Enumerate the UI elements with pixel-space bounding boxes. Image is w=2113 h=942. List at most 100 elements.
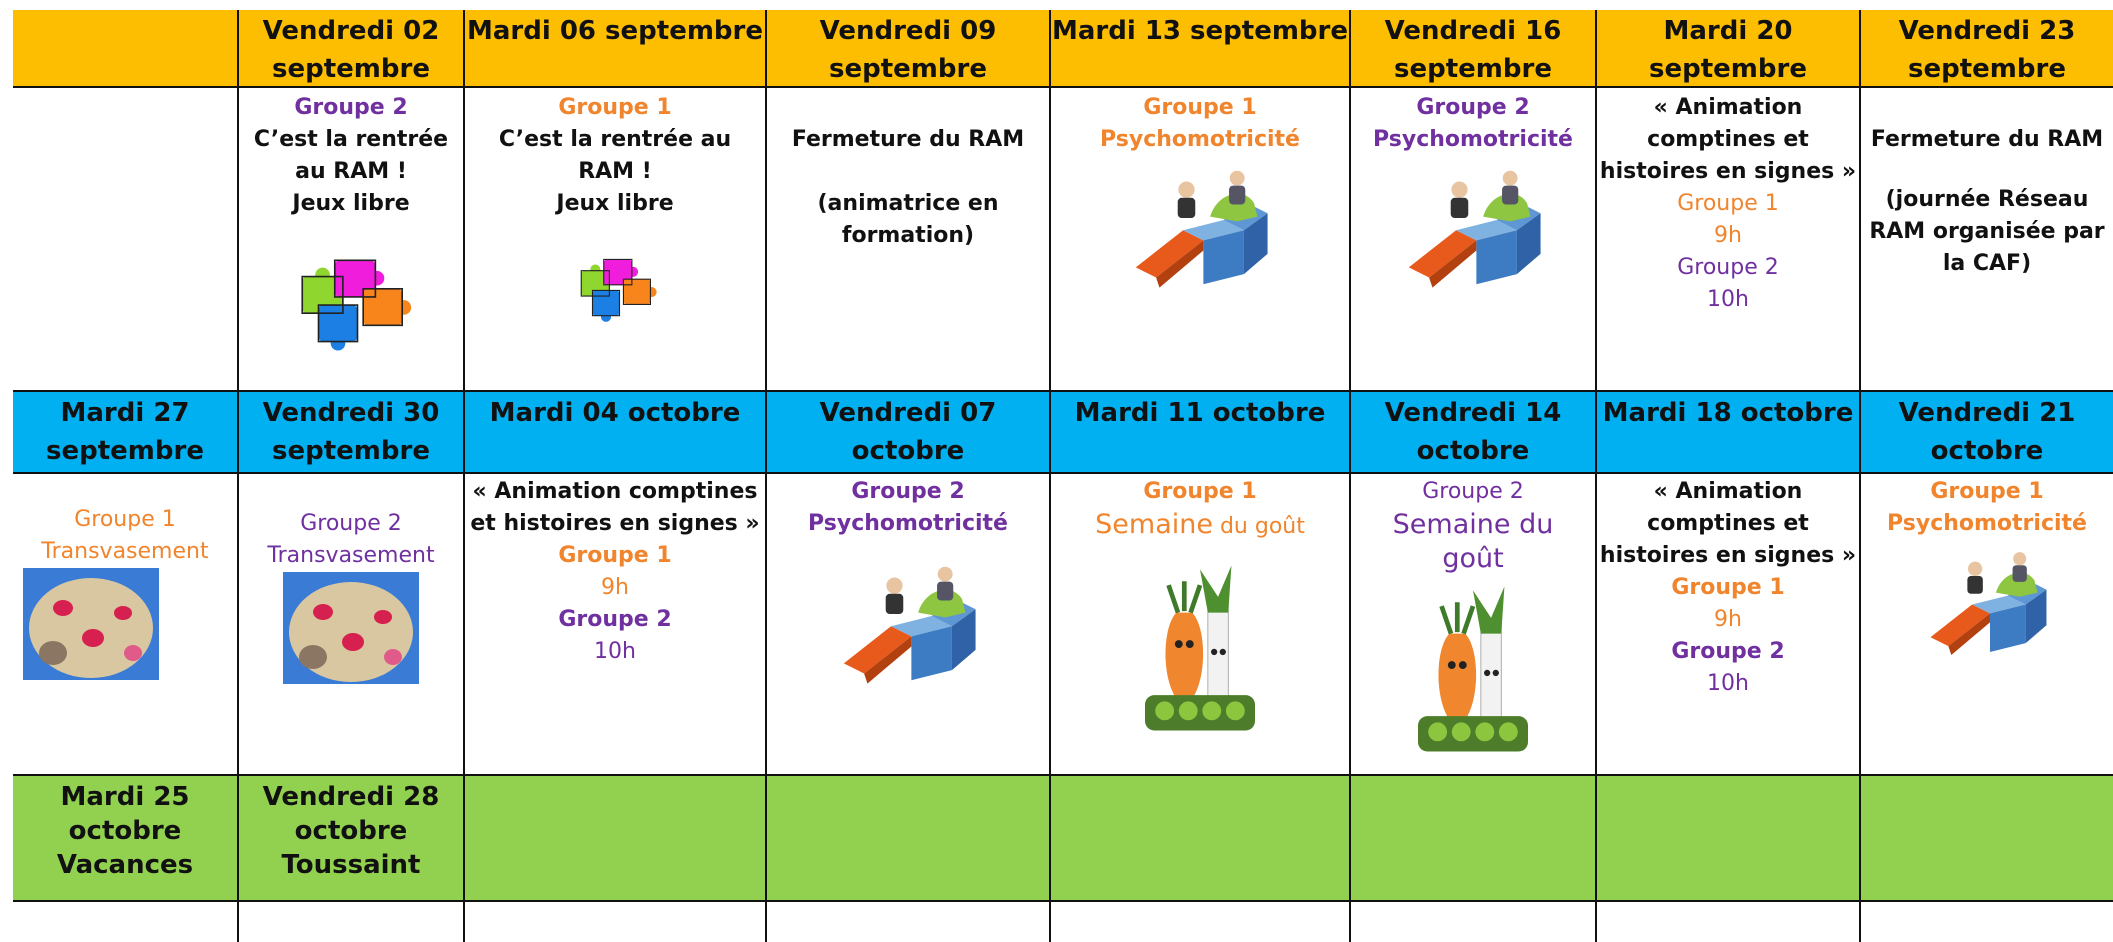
- content-cell: [1351, 898, 1597, 942]
- text-line: Fermeture du RAM: [791, 127, 1025, 152]
- header-cell: Vendredi 28 octobre Toussaint: [239, 776, 465, 900]
- header-cell: Vendredi 09 septembre: [767, 10, 1051, 86]
- text-line: octobre: [294, 816, 408, 846]
- content-cell: Groupe 1 C’est la rentrée au RAM ! Jeux …: [465, 86, 767, 390]
- activity-label: Semaine du goût: [1095, 509, 1305, 540]
- content-cell: [1861, 898, 2113, 942]
- vegetables-icon: [1418, 584, 1528, 754]
- header-cell: Mardi 20 septembre: [1597, 10, 1861, 86]
- header-cell: Mardi 11 octobre: [1051, 392, 1351, 472]
- group-label: Groupe 1: [558, 95, 672, 120]
- text-line: (journée Réseau: [1885, 187, 2089, 212]
- activity-label: Transvasement: [267, 543, 435, 568]
- group-label: Groupe 2: [1671, 639, 1785, 664]
- header-cell: Vendredi 02 septembre: [239, 10, 465, 86]
- text-line: « Animation: [1653, 95, 1803, 120]
- activity-label: Semaine du: [1392, 509, 1554, 540]
- header-cell: [465, 776, 767, 900]
- header-row-2: Mardi 27 septembre Vendredi 30 septembre…: [13, 390, 2113, 474]
- time-label: 10h: [594, 639, 636, 664]
- header-row-1: Vendredi 02 septembre Mardi 06 septembre…: [13, 10, 2113, 88]
- text-line: la CAF): [1942, 251, 2032, 276]
- content-cell: Groupe 2 Psychomotricité: [767, 470, 1051, 774]
- puzzle-icon: [301, 259, 412, 352]
- sand-transfer-photo: [283, 572, 419, 684]
- group-label: Groupe 2: [1416, 95, 1530, 120]
- content-cell: [1051, 898, 1351, 942]
- puzzle-icon: [580, 258, 658, 323]
- psychomotricity-blocks-icon: [1930, 552, 2047, 656]
- text-line: Vendredi 28: [262, 782, 440, 812]
- header-cell: Vendredi 21 octobre: [1898, 398, 2076, 466]
- text-line: histoires en signes »: [1599, 543, 1857, 568]
- content-row-2: Groupe 1 Transvasement Groupe 2 Transvas…: [13, 470, 2113, 774]
- activity-label: goût: [1442, 543, 1504, 574]
- content-cell: Fermeture du RAM (journée Réseau RAM org…: [1861, 86, 2113, 390]
- header-cell: Mardi 18 octobre: [1597, 392, 1861, 472]
- psychomotricity-blocks-icon: [843, 566, 976, 684]
- content-cell: Groupe 1 Transvasement: [13, 470, 239, 774]
- text-line: Toussaint: [281, 850, 421, 880]
- text-line: Jeux libre: [292, 191, 410, 216]
- text-line: au RAM !: [295, 159, 407, 184]
- header-cell: Vendredi 30 septembre: [239, 392, 465, 472]
- content-cell: Fermeture du RAM (animatrice en formatio…: [767, 86, 1051, 390]
- header-cell: Mardi 27 septembre: [13, 392, 239, 472]
- header-cell: [13, 10, 239, 86]
- text-line: Fermeture du RAM: [1870, 127, 2104, 152]
- header-cell: Vendredi 23 septembre: [1898, 16, 2076, 84]
- text-line: Vacances: [56, 850, 194, 880]
- activity-label: Psychomotricité: [1887, 511, 2087, 536]
- content-row-3: [13, 898, 2113, 942]
- activity-label: Psychomotricité: [1373, 127, 1573, 152]
- time-label: 9h: [1714, 223, 1742, 248]
- group-label: Groupe 1: [558, 543, 672, 568]
- content-cell: « Animation comptines et histoires en si…: [1597, 470, 1861, 774]
- group-label: Groupe 2: [1422, 479, 1524, 504]
- content-cell: [13, 86, 239, 390]
- text-line: C’est la rentrée au: [498, 127, 732, 152]
- time-label: 10h: [1707, 287, 1749, 312]
- group-label: Groupe 1: [1677, 191, 1779, 216]
- psychomotricity-blocks-icon: [1135, 170, 1268, 288]
- content-cell: Groupe 1 Psychomotricité: [1861, 470, 2113, 774]
- content-cell: Groupe 2 C’est la rentrée au RAM ! Jeux …: [239, 86, 465, 390]
- header-cell: [767, 776, 1051, 900]
- content-cell: [1597, 898, 1861, 942]
- content-cell: [465, 898, 767, 942]
- time-label: 9h: [1714, 607, 1742, 632]
- calendar-grid: Vendredi 02 septembre Mardi 06 septembre…: [13, 10, 2113, 942]
- group-label: Groupe 2: [558, 607, 672, 632]
- text-line: « Animation: [1653, 479, 1803, 504]
- text-line: comptines et: [1647, 127, 1809, 152]
- group-label: Groupe 1: [1930, 479, 2044, 504]
- content-row-1: Groupe 2 C’est la rentrée au RAM ! Jeux …: [13, 86, 2113, 390]
- group-label: Groupe 1: [1143, 479, 1257, 504]
- content-cell: [13, 898, 239, 942]
- content-cell: [239, 898, 465, 942]
- group-label: Groupe 2: [1677, 255, 1779, 280]
- group-label: Groupe 1: [1143, 95, 1257, 120]
- header-cell: Vendredi 16 septembre: [1351, 10, 1597, 86]
- text-line: octobre: [68, 816, 182, 846]
- group-label: Groupe 1: [74, 507, 176, 532]
- header-row-3: Mardi 25 octobre Vacances Vendredi 28 oc…: [13, 774, 2113, 902]
- text-line: « Animation comptines: [472, 479, 758, 504]
- header-cell: [1351, 776, 1597, 900]
- header-cell: [1861, 776, 2113, 900]
- group-label: Groupe 2: [294, 95, 408, 120]
- group-label: Groupe 1: [1671, 575, 1785, 600]
- activity-label: Psychomotricité: [1100, 127, 1300, 152]
- text-line: formation): [841, 223, 975, 248]
- header-cell: Mardi 04 octobre: [465, 392, 767, 472]
- time-label: 9h: [601, 575, 629, 600]
- text-line: histoires en signes »: [1599, 159, 1857, 184]
- text-line: RAM organisée par: [1869, 219, 2105, 244]
- header-cell: Vendredi 14 octobre: [1351, 392, 1597, 472]
- text-line: C’est la rentrée: [253, 127, 449, 152]
- text-line: RAM !: [578, 159, 652, 184]
- content-cell: « Animation comptines et histoires en si…: [465, 470, 767, 774]
- content-cell: Groupe 2 Semaine du goût: [1351, 470, 1597, 774]
- vegetables-icon: [1145, 563, 1255, 733]
- group-label: Groupe 2: [851, 479, 965, 504]
